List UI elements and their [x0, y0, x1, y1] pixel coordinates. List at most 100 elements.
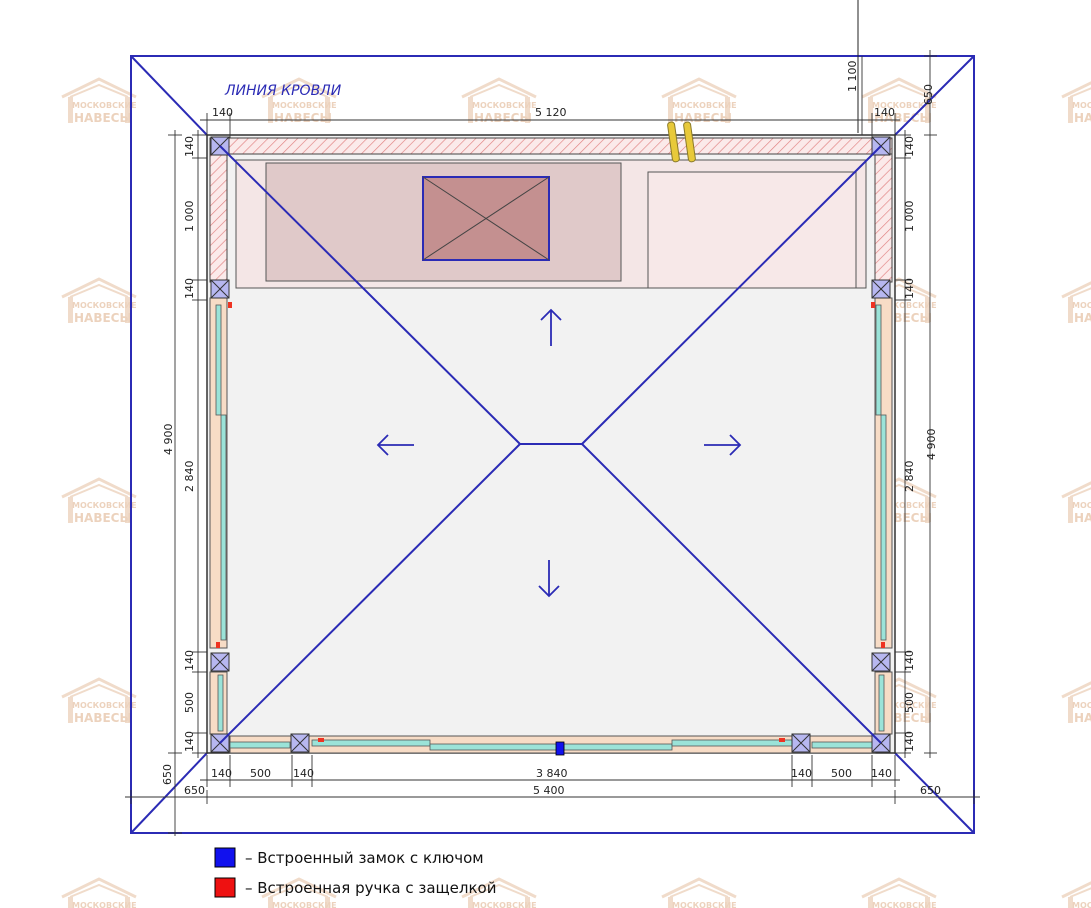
svg-text:МОСКОВСКИЕ: МОСКОВСКИЕ	[872, 301, 937, 310]
svg-text:МОСКОВСКИЕ: МОСКОВСКИЕ	[1072, 701, 1091, 710]
svg-text:140: 140	[871, 767, 892, 780]
svg-text:МОСКОВСКИЕ: МОСКОВСКИЕ	[472, 901, 537, 908]
svg-text:140: 140	[212, 106, 233, 119]
svg-text:650: 650	[920, 784, 941, 797]
svg-text:2 840: 2 840	[183, 461, 196, 493]
legend-label-handle: – Встроенная ручка с защелкой	[245, 879, 496, 897]
svg-text:140: 140	[903, 650, 916, 671]
svg-text:МОСКОВСКИЕ: МОСКОВСКИЕ	[1072, 501, 1091, 510]
post-icon	[290, 733, 310, 753]
svg-text:140: 140	[903, 136, 916, 157]
svg-text:650: 650	[184, 784, 205, 797]
svg-text:МОСКОВСКИЕ: МОСКОВСКИЕ	[72, 901, 137, 908]
svg-text:140: 140	[183, 650, 196, 671]
svg-text:650: 650	[161, 764, 174, 785]
arrow-right-icon	[704, 434, 742, 456]
svg-text:НАВЕСЫ: НАВЕСЫ	[274, 111, 332, 125]
svg-text:НАВЕСЫ: НАВЕСЫ	[1074, 311, 1091, 325]
svg-text:1 100: 1 100	[846, 61, 859, 93]
svg-text:МОСКОВСКИЕ: МОСКОВСКИЕ	[272, 101, 337, 110]
pipe-icon	[667, 121, 696, 163]
post-icon	[871, 652, 891, 672]
svg-text:2 840: 2 840	[903, 461, 916, 493]
svg-text:140: 140	[903, 278, 916, 299]
svg-text:МОСКОВСКИЕ: МОСКОВСКИЕ	[872, 501, 937, 510]
svg-text:МОСКОВСКИЕ: МОСКОВСКИЕ	[1072, 301, 1091, 310]
svg-text:3 840: 3 840	[536, 767, 568, 780]
svg-text:НАВЕСЫ: НАВЕСЫ	[1074, 111, 1091, 125]
svg-text:НАВЕСЫ: НАВЕСЫ	[74, 311, 132, 325]
cabinet-right	[647, 171, 857, 289]
svg-text:МОСКОВСКИЕ: МОСКОВСКИЕ	[472, 101, 537, 110]
svg-text:НАВЕСЫ: НАВЕСЫ	[674, 111, 732, 125]
arrow-left-icon	[376, 434, 414, 456]
svg-text:МОСКОВСКИЕ: МОСКОВСКИЕ	[72, 301, 137, 310]
svg-text:НАВЕСЫ: НАВЕСЫ	[1074, 711, 1091, 725]
svg-text:1 000: 1 000	[183, 201, 196, 233]
svg-text:140: 140	[183, 731, 196, 752]
left-upper-wall	[209, 153, 228, 283]
svg-text:МОСКОВСКИЕ: МОСКОВСКИЕ	[72, 701, 137, 710]
roof-line	[130, 55, 975, 834]
legend-label-lock: – Встроенный замок с ключом	[245, 849, 484, 867]
svg-text:МОСКОВСКИЕ: МОСКОВСКИЕ	[272, 901, 337, 908]
legend: – Встроенный замок с ключом – Встроенная…	[214, 847, 496, 898]
roof-ridge-lines	[219, 145, 882, 744]
svg-text:4 900: 4 900	[162, 424, 175, 456]
legend-swatch-lock	[214, 847, 236, 868]
left-glazing	[209, 297, 232, 735]
svg-text:НАВЕСЫ: НАВЕСЫ	[474, 111, 532, 125]
sink	[422, 176, 550, 261]
right-glazing	[871, 297, 893, 735]
svg-text:140: 140	[874, 106, 895, 119]
svg-text:МОСКОВСКИЕ: МОСКОВСКИЕ	[72, 501, 137, 510]
svg-text:МОСКОВСКИЕ: МОСКОВСКИЕ	[672, 901, 737, 908]
svg-text:500: 500	[183, 692, 196, 713]
svg-text:500: 500	[903, 692, 916, 713]
arrow-down-icon	[538, 560, 560, 598]
svg-text:140: 140	[293, 767, 314, 780]
svg-text:5 120: 5 120	[535, 106, 567, 119]
dimension-lines	[125, 50, 980, 836]
right-upper-wall	[874, 153, 893, 283]
lock-icon	[555, 741, 565, 756]
svg-text:МОСКОВСКИЕ: МОСКОВСКИЕ	[872, 901, 937, 908]
post-icon	[791, 733, 811, 753]
roof-line-label: ЛИНИЯ КРОВЛИ	[224, 83, 342, 99]
svg-text:МОСКОВСКИЕ: МОСКОВСКИЕ	[72, 101, 137, 110]
dimension-labels: 140 5 120 140 1 100 650 4 900 140 1 000 …	[161, 61, 941, 798]
svg-text:140: 140	[183, 136, 196, 157]
post-icon	[871, 279, 891, 299]
svg-text:МОСКОВСКИЕ: МОСКОВСКИЕ	[672, 101, 737, 110]
svg-text:1 000: 1 000	[903, 201, 916, 233]
svg-text:4 900: 4 900	[925, 429, 938, 461]
svg-text:140: 140	[211, 767, 232, 780]
svg-text:140: 140	[903, 731, 916, 752]
svg-text:НАВЕСЫ: НАВЕСЫ	[74, 111, 132, 125]
svg-text:140: 140	[791, 767, 812, 780]
svg-text:МОСКОВСКИЕ: МОСКОВСКИЕ	[1072, 101, 1091, 110]
back-wall	[209, 137, 893, 155]
front-glazing	[229, 735, 876, 756]
svg-text:НАВЕСЫ: НАВЕСЫ	[1074, 511, 1091, 525]
arrow-up-icon	[540, 308, 562, 346]
svg-text:140: 140	[183, 278, 196, 299]
svg-text:500: 500	[250, 767, 271, 780]
